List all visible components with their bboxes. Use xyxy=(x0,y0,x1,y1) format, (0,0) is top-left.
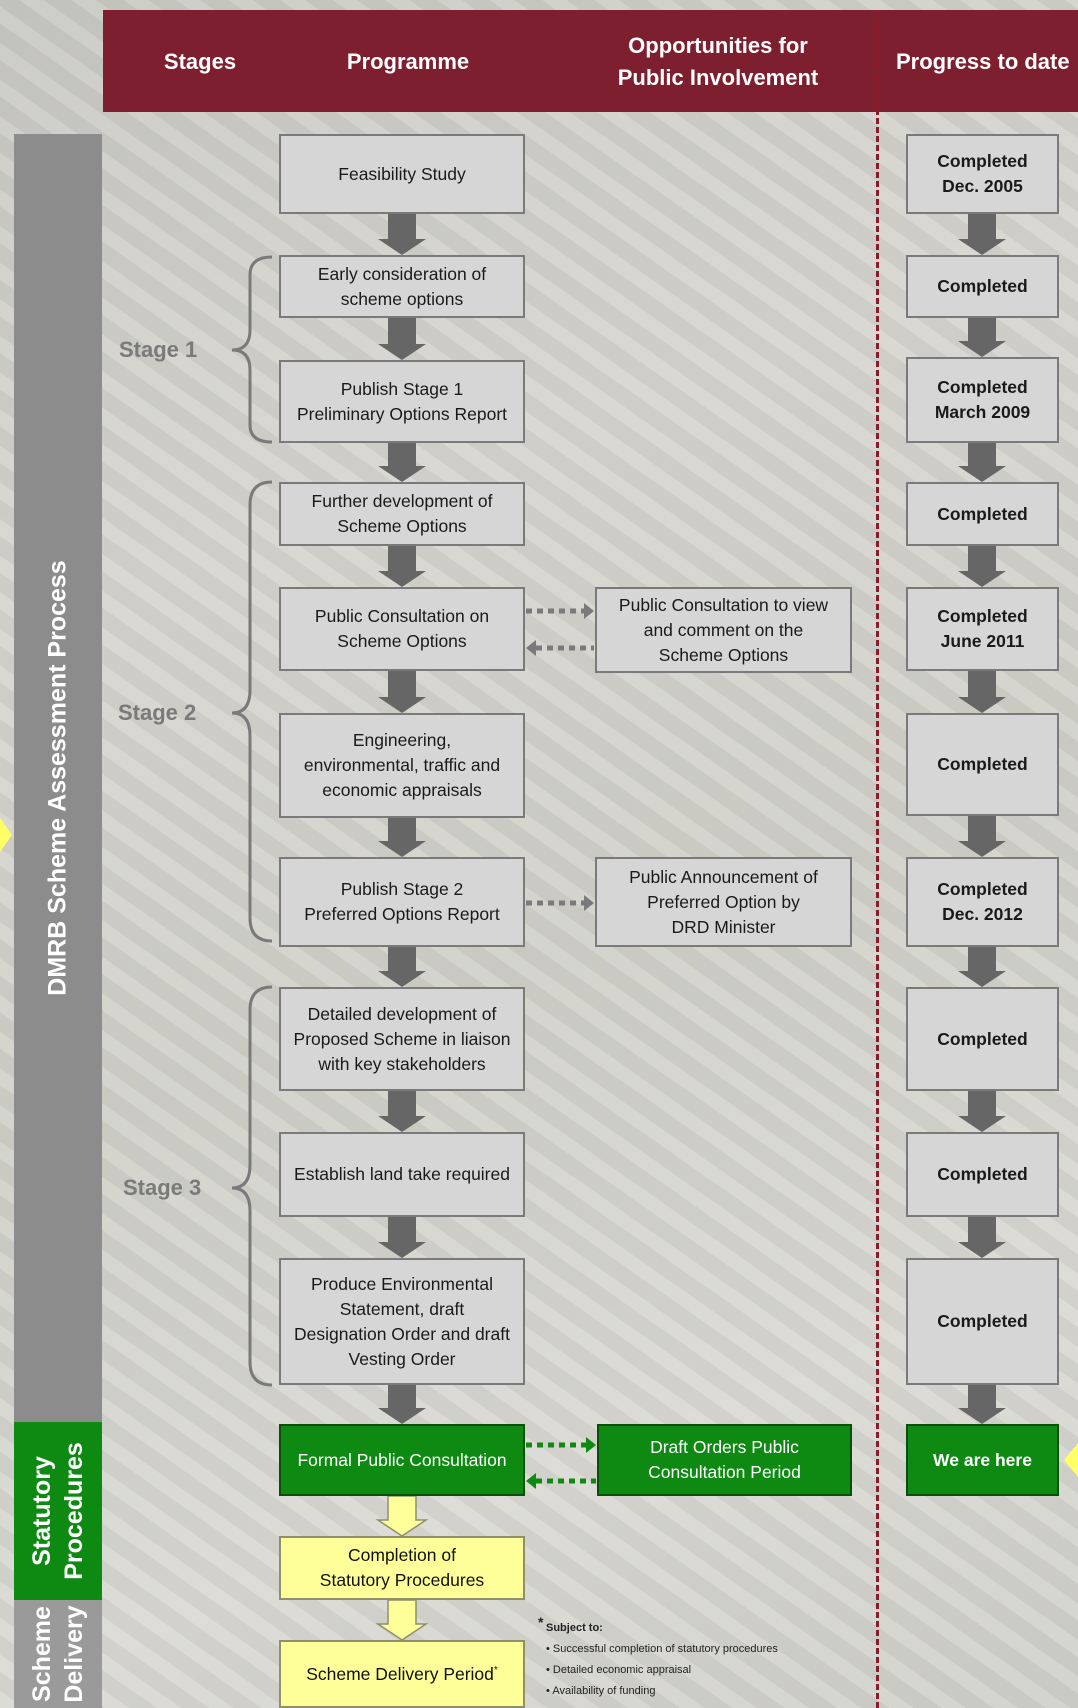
programme-flow-arrow xyxy=(378,1217,426,1258)
progress-flow-arrow xyxy=(958,318,1006,357)
dotted-arrow-from-draft-orders xyxy=(526,1473,596,1489)
programme-flow-arrow-yellow xyxy=(375,1599,429,1641)
header-programme: Programme xyxy=(346,49,470,74)
footnote-star: * xyxy=(538,1614,544,1630)
progress-publish-stage2: Completed Dec. 2012 xyxy=(906,857,1059,947)
programme-flow-arrow xyxy=(378,443,426,482)
progress-we-are-here: We are here xyxy=(906,1424,1059,1496)
programme-flow-arrow xyxy=(378,1385,426,1424)
opportunity-public-announcement: Public Announcement of Preferred Option … xyxy=(595,857,852,947)
dotted-arrow-to-opportunity xyxy=(526,603,594,619)
sidebar-delivery: Scheme Delivery xyxy=(14,1600,102,1708)
dotted-arrow-to-draft-orders xyxy=(526,1437,596,1453)
progress-feasibility: Completed Dec. 2005 xyxy=(906,134,1059,214)
progress-early-consideration: Completed xyxy=(906,255,1059,318)
programme-flow-arrow xyxy=(378,1091,426,1132)
progress-flow-arrow xyxy=(958,671,1006,713)
footnote-title: Subject to: xyxy=(546,1622,603,1634)
progress-flow-arrow xyxy=(958,214,1006,255)
programme-detailed-development: Detailed development of Proposed Scheme … xyxy=(279,987,525,1091)
progress-flow-arrow xyxy=(958,1091,1006,1132)
sidebar-statutory: Statutory Procedures xyxy=(14,1422,102,1600)
progress-environmental-statement: Completed xyxy=(906,1258,1059,1385)
scheme-delivery-star: * xyxy=(493,1665,498,1676)
progress-detailed-development: Completed xyxy=(906,987,1059,1091)
progress-publish-stage1: Completed March 2009 xyxy=(906,357,1059,443)
sidebar-dmrb: DMRB Scheme Assessment Process xyxy=(14,134,102,1422)
footnote-item: Detailed economic appraisal xyxy=(546,1660,778,1681)
programme-scheme-delivery: Scheme Delivery Period* xyxy=(279,1640,525,1708)
programme-early-consideration: Early consideration of scheme options xyxy=(279,255,525,318)
footnote: * Subject to: Successful completion of s… xyxy=(538,1614,778,1702)
programme-environmental-statement: Produce Environmental Statement, draft D… xyxy=(279,1258,525,1385)
programme-formal-consultation: Formal Public Consultation xyxy=(279,1424,525,1496)
programme-land-take: Establish land take required xyxy=(279,1132,525,1217)
stage-1-label: Stage 1 xyxy=(119,337,198,362)
programme-flow-arrow xyxy=(378,947,426,987)
header-stages: Stages xyxy=(163,49,237,74)
stage-3-label: Stage 3 xyxy=(123,1175,202,1200)
header-bar: Stages Programme Opportunities for Publi… xyxy=(103,10,1078,112)
programme-flow-arrow xyxy=(378,546,426,587)
programme-publish-stage2: Publish Stage 2 Preferred Options Report xyxy=(279,857,525,947)
programme-publish-stage1: Publish Stage 1 Preliminary Options Repo… xyxy=(279,360,525,443)
brace-stage1 xyxy=(231,255,273,444)
progress-land-take: Completed xyxy=(906,1132,1059,1217)
progress-flow-arrow xyxy=(958,443,1006,482)
programme-feasibility-study: Feasibility Study xyxy=(279,134,525,214)
programme-flow-arrow xyxy=(378,318,426,360)
dotted-arrow-from-opportunity xyxy=(526,640,594,656)
footnote-item: Availability of funding xyxy=(546,1681,778,1702)
opportunity-consultation-view: Public Consultation to view and comment … xyxy=(595,587,852,673)
progress-flow-arrow xyxy=(958,947,1006,987)
programme-statutory-completion: Completion of Statutory Procedures xyxy=(279,1536,525,1600)
progress-flow-arrow xyxy=(958,1385,1006,1424)
dashed-divider xyxy=(876,10,879,1708)
progress-flow-arrow xyxy=(958,546,1006,587)
footnote-item: Successful completion of statutory proce… xyxy=(546,1639,778,1660)
programme-flow-arrow-yellow xyxy=(375,1495,429,1537)
programme-flow-arrow xyxy=(378,671,426,713)
right-marker-triangle xyxy=(1064,1443,1078,1477)
opportunity-draft-orders: Draft Orders Public Consultation Period xyxy=(597,1424,852,1496)
brace-stage3 xyxy=(231,985,273,1387)
dotted-arrow-to-announcement xyxy=(526,895,594,911)
header-opportunities: Opportunities for Public Involvement xyxy=(617,33,819,90)
progress-flow-arrow xyxy=(958,1217,1006,1258)
left-marker-triangle xyxy=(0,818,12,852)
programme-flow-arrow xyxy=(378,818,426,857)
progress-public-consultation: Completed June 2011 xyxy=(906,587,1059,671)
brace-stage2 xyxy=(231,480,273,943)
progress-further-development: Completed xyxy=(906,482,1059,546)
stage-2-label: Stage 2 xyxy=(118,700,197,725)
programme-appraisals: Engineering, environmental, traffic and … xyxy=(279,713,525,818)
progress-flow-arrow xyxy=(958,816,1006,857)
programme-flow-arrow xyxy=(378,214,426,255)
header-progress: Progress to date xyxy=(896,49,1070,74)
programme-further-development: Further development of Scheme Options xyxy=(279,482,525,546)
programme-public-consultation: Public Consultation on Scheme Options xyxy=(279,587,525,671)
progress-appraisals: Completed xyxy=(906,713,1059,816)
